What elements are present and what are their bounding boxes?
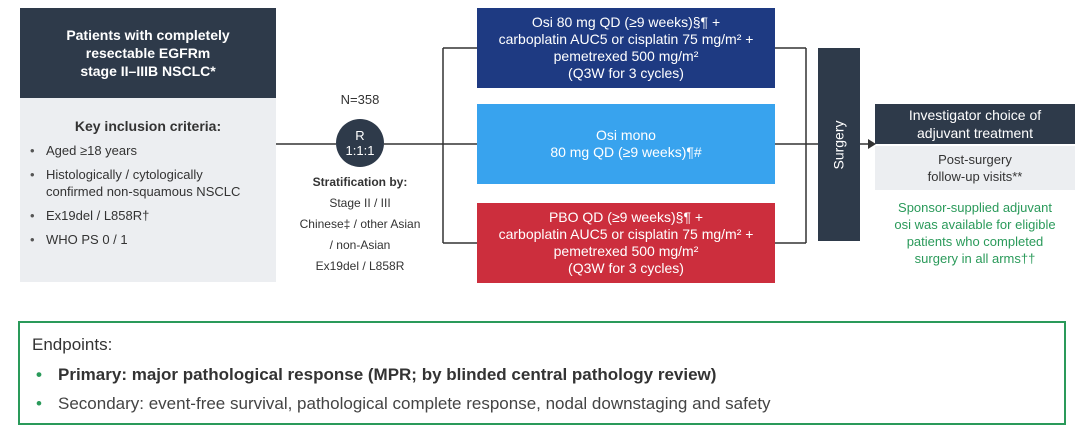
patients-header: Patients with completely resectable EGFR… <box>20 8 276 98</box>
adjuvant-treatment-box: Investigator choice of adjuvant treatmen… <box>875 104 1075 144</box>
criterion-text: Ex19del / L858R† <box>46 208 150 223</box>
followup-line: Post-surgery <box>938 152 1012 167</box>
inclusion-criteria-panel: Key inclusion criteria: Aged ≥18 years H… <box>20 98 276 282</box>
criterion-item: WHO PS 0 / 1 <box>30 231 266 248</box>
endpoints-box: Endpoints: Primary: major pathological r… <box>18 321 1066 425</box>
criterion-item: Aged ≥18 years <box>30 142 266 159</box>
randomization-circle: R 1:1:1 <box>336 119 384 167</box>
arm-text-line: Osi 80 mg QD (≥9 weeks)§¶ + <box>531 14 721 30</box>
endpoints-list: Primary: major pathological response (MP… <box>32 365 1052 414</box>
criterion-item: Ex19del / L858R† <box>30 207 266 224</box>
arm-text-line: pemetrexed 500 mg/m² <box>553 48 699 64</box>
arm-text-line: carboplatin AUC5 or cisplatin 75 mg/m² + <box>498 226 754 242</box>
criterion-text: Aged ≥18 years <box>46 143 137 158</box>
sponsor-note-line: osi was available for eligible <box>894 217 1056 232</box>
sponsor-note-line: Sponsor-supplied adjuvant <box>898 200 1052 215</box>
stratification-line: Stage II / III <box>329 196 391 210</box>
arm-text-line: Osi mono <box>596 127 656 143</box>
arm-text-line: carboplatin AUC5 or cisplatin 75 mg/m² + <box>498 31 754 47</box>
arm-text-line: (Q3W for 3 cycles) <box>568 260 684 276</box>
sample-size-label: N=358 <box>340 92 380 107</box>
adjuvant-line: adjuvant treatment <box>917 125 1033 141</box>
stratification-title: Stratification by: <box>312 175 408 189</box>
arm-text-line: 80 mg QD (≥9 weeks)¶# <box>550 144 702 160</box>
criterion-item: Histologically / cytologically confirmed … <box>30 166 266 200</box>
stratification-line: / non-Asian <box>329 238 391 252</box>
adjuvant-line: Investigator choice of <box>908 107 1042 123</box>
surgery-box: Surgery <box>818 48 860 241</box>
arm-text-line: (Q3W for 3 cycles) <box>568 65 684 81</box>
patients-header-line-3: stage II–IIIB NSCLC* <box>80 63 216 79</box>
sponsor-note: Sponsor-supplied adjuvant osi was availa… <box>875 199 1075 267</box>
criterion-text: Histologically / cytologically <box>46 167 203 182</box>
endpoints-title: Endpoints: <box>32 335 113 354</box>
arm-osi-chemo-box: Osi 80 mg QD (≥9 weeks)§¶ + carboplatin … <box>477 8 775 88</box>
arm-pbo-chemo-box: PBO QD (≥9 weeks)§¶ + carboplatin AUC5 o… <box>477 203 775 283</box>
followup-visits-box: Post-surgery follow-up visits** <box>875 146 1075 190</box>
arm-osi-mono-box: Osi mono 80 mg QD (≥9 weeks)¶# <box>477 104 775 184</box>
endpoint-primary: Primary: major pathological response (MP… <box>32 365 1052 385</box>
randomization-ratio: 1:1:1 <box>345 143 375 158</box>
patients-header-line-2: resectable EGFRm <box>85 45 211 61</box>
randomization-symbol: R <box>355 128 365 143</box>
patients-header-line-1: Patients with completely <box>66 27 230 43</box>
stratification-line: Ex19del / L858R <box>315 259 405 273</box>
sponsor-note-line: patients who completed <box>906 234 1044 249</box>
stratification-line: Chinese‡ / other Asian <box>299 217 421 231</box>
arm-text-line: pemetrexed 500 mg/m² <box>553 243 699 259</box>
inclusion-criteria-list: Aged ≥18 years Histologically / cytologi… <box>30 142 266 248</box>
stratification-block: Stratification by: Stage II / III Chines… <box>290 172 430 277</box>
surgery-to-adjuvant-arrowhead <box>868 139 876 149</box>
surgery-label: Surgery <box>831 119 847 170</box>
followup-line: follow-up visits** <box>927 169 1023 184</box>
criterion-text: confirmed non-squamous NSCLC <box>46 184 241 199</box>
endpoint-secondary: Secondary: event-free survival, patholog… <box>32 394 1052 414</box>
inclusion-criteria-title: Key inclusion criteria: <box>74 118 222 134</box>
arm-text-line: PBO QD (≥9 weeks)§¶ + <box>548 209 704 225</box>
sponsor-note-line: surgery in all arms†† <box>914 251 1036 266</box>
criterion-text: WHO PS 0 / 1 <box>46 232 128 247</box>
